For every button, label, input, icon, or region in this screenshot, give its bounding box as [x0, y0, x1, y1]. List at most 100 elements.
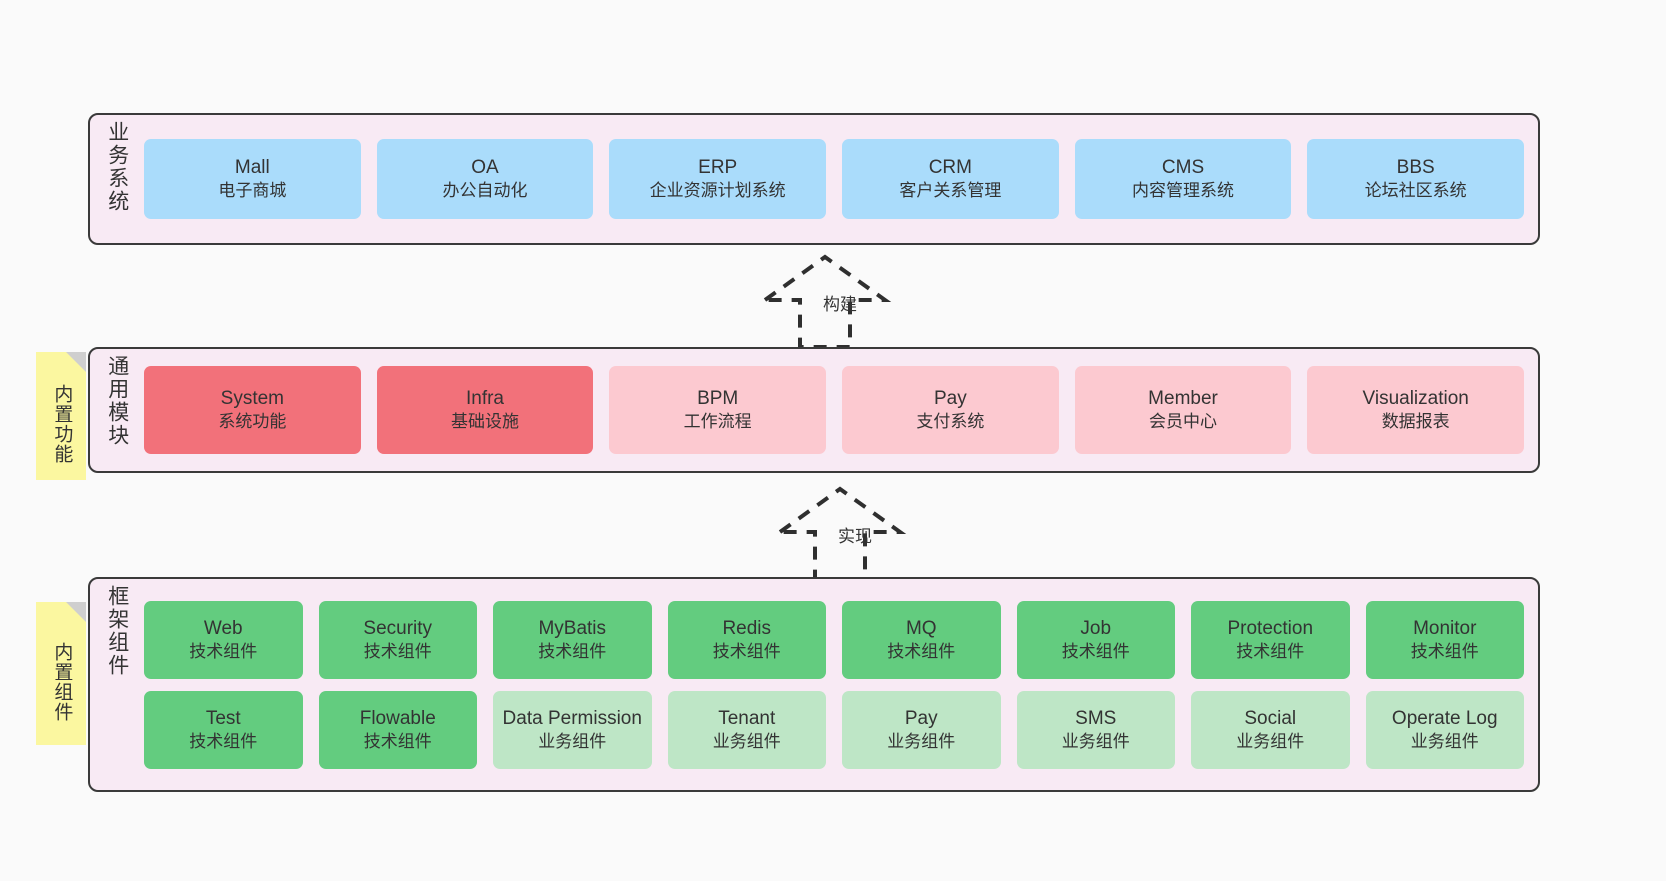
card-row: System 系统功能 Infra 基础设施 BPM 工作流程 Pay 支付系统… [144, 366, 1525, 454]
card-title: Member [1148, 388, 1218, 410]
card-pay-component[interactable]: Pay 业务组件 [842, 690, 1001, 769]
card-title: MyBatis [538, 617, 607, 639]
note-text: 内置组件 [51, 641, 73, 722]
card-visualization[interactable]: Visualization 数据报表 [1307, 366, 1525, 454]
layer-business-systems: 业务系统 Mall 电子商城 OA 办公自动化 ERP 企业资源计划系统 CRM [88, 113, 1540, 245]
card-title: Redis [722, 617, 772, 639]
card-title: Security [363, 617, 433, 639]
card-title: Operate Log [1391, 707, 1498, 729]
connector-build: 构建 [760, 252, 920, 352]
card-security[interactable]: Security 技术组件 [318, 600, 477, 679]
card-subtitle: 业务组件 [712, 731, 781, 751]
card-subtitle: 技术组件 [712, 641, 781, 661]
card-subtitle: 基础设施 [451, 412, 519, 432]
card-title: Tenant [718, 707, 776, 729]
card-title: Visualization [1362, 388, 1469, 410]
card-cms[interactable]: CMS 内容管理系统 [1074, 139, 1292, 219]
layer-title-framework-components: 框架组件 [90, 579, 144, 790]
card-title: Infra [465, 388, 505, 410]
card-bpm[interactable]: BPM 工作流程 [609, 366, 827, 454]
card-subtitle: 业务组件 [887, 731, 956, 751]
card-title: CMS [1161, 157, 1205, 179]
card-subtitle: 技术组件 [189, 731, 258, 751]
card-title: OA [471, 157, 499, 179]
card-subtitle: 技术组件 [538, 641, 607, 661]
card-job[interactable]: Job 技术组件 [1016, 600, 1175, 679]
layer-title-text: 通用模块 [105, 355, 129, 447]
card-title: Pay [933, 388, 967, 410]
card-title: Mall [234, 157, 270, 179]
card-title: Pay [904, 707, 938, 729]
card-oa[interactable]: OA 办公自动化 [376, 139, 594, 219]
card-social[interactable]: Social 业务组件 [1191, 690, 1350, 769]
card-erp[interactable]: ERP 企业资源计划系统 [609, 139, 827, 219]
card-title: System [220, 388, 285, 410]
card-web[interactable]: Web 技术组件 [144, 600, 303, 679]
card-crm[interactable]: CRM 客户关系管理 [842, 139, 1059, 219]
card-title: SMS [1075, 707, 1117, 729]
layer-title-business-systems: 业务系统 [90, 115, 144, 243]
card-system[interactable]: System 系统功能 [144, 366, 361, 454]
card-mall[interactable]: Mall 电子商城 [144, 139, 361, 219]
card-subtitle: 数据报表 [1381, 412, 1450, 432]
note-text: 内置功能 [51, 384, 73, 464]
card-subtitle: 办公自动化 [442, 181, 528, 201]
card-subtitle: 业务组件 [1236, 731, 1305, 751]
card-subtitle: 技术组件 [1236, 641, 1305, 661]
card-subtitle: 支付系统 [916, 412, 985, 432]
card-redis[interactable]: Redis 技术组件 [667, 600, 826, 679]
card-subtitle: 技术组件 [887, 641, 956, 661]
card-subtitle: 论坛社区系统 [1364, 181, 1467, 201]
card-sms[interactable]: SMS 业务组件 [1016, 690, 1175, 769]
note-builtin-features: 内置功能 [36, 352, 86, 480]
card-operate-log[interactable]: Operate Log 业务组件 [1365, 690, 1524, 769]
card-title: MQ [905, 617, 937, 639]
card-protection[interactable]: Protection 技术组件 [1191, 600, 1350, 679]
layer-title-text: 框架组件 [105, 585, 129, 677]
layer-framework-components: 框架组件 Web 技术组件 Security 技术组件 MyBatis 技术组件… [88, 577, 1540, 792]
card-row: Web 技术组件 Security 技术组件 MyBatis 技术组件 Redi… [144, 600, 1524, 679]
card-subtitle: 技术组件 [1061, 641, 1130, 661]
note-fold-corner-icon [66, 602, 86, 622]
card-subtitle: 客户关系管理 [899, 181, 1002, 201]
card-title: Data Permission [502, 707, 642, 729]
card-test[interactable]: Test 技术组件 [144, 690, 303, 769]
card-data-permission[interactable]: Data Permission 业务组件 [493, 690, 652, 769]
card-title: ERP [698, 157, 738, 179]
card-title: Test [205, 707, 241, 729]
card-subtitle: 系统功能 [218, 412, 287, 432]
card-subtitle: 会员中心 [1149, 412, 1218, 432]
card-title: Monitor [1413, 617, 1477, 639]
layer-body-business-systems: Mall 电子商城 OA 办公自动化 ERP 企业资源计划系统 CRM 客户关系… [144, 115, 1538, 243]
card-title: BPM [697, 388, 739, 410]
card-row: Test 技术组件 Flowable 技术组件 Data Permission … [144, 690, 1524, 769]
card-title: Job [1080, 617, 1112, 639]
card-title: Flowable [359, 707, 436, 729]
card-subtitle: 技术组件 [363, 641, 432, 661]
card-title: Protection [1227, 617, 1314, 639]
card-title: BBS [1396, 157, 1435, 179]
card-bbs[interactable]: BBS 论坛社区系统 [1307, 139, 1525, 219]
card-monitor[interactable]: Monitor 技术组件 [1365, 600, 1524, 679]
layer-common-modules: 通用模块 System 系统功能 Infra 基础设施 BPM 工作流程 Pay [88, 347, 1540, 473]
card-infra[interactable]: Infra 基础设施 [376, 366, 594, 454]
card-title: CRM [928, 157, 972, 179]
card-tenant[interactable]: Tenant 业务组件 [667, 690, 826, 769]
card-subtitle: 业务组件 [538, 731, 607, 751]
card-subtitle: 企业资源计划系统 [649, 181, 786, 201]
card-title: Web [203, 617, 243, 639]
card-subtitle: 业务组件 [1061, 731, 1130, 751]
dashed-generalization-arrow-icon [775, 486, 907, 581]
connector-implement: 实现 [775, 484, 935, 584]
layer-body-framework-components: Web 技术组件 Security 技术组件 MyBatis 技术组件 Redi… [144, 579, 1538, 790]
card-row: Mall 电子商城 OA 办公自动化 ERP 企业资源计划系统 CRM 客户关系… [144, 139, 1525, 219]
card-mq[interactable]: MQ 技术组件 [842, 600, 1001, 679]
card-member[interactable]: Member 会员中心 [1074, 366, 1292, 454]
card-pay[interactable]: Pay 支付系统 [842, 366, 1059, 454]
note-builtin-components: 内置组件 [36, 602, 86, 745]
card-subtitle: 技术组件 [1410, 641, 1479, 661]
card-subtitle: 技术组件 [363, 731, 432, 751]
card-flowable[interactable]: Flowable 技术组件 [318, 690, 477, 769]
card-mybatis[interactable]: MyBatis 技术组件 [493, 600, 652, 679]
